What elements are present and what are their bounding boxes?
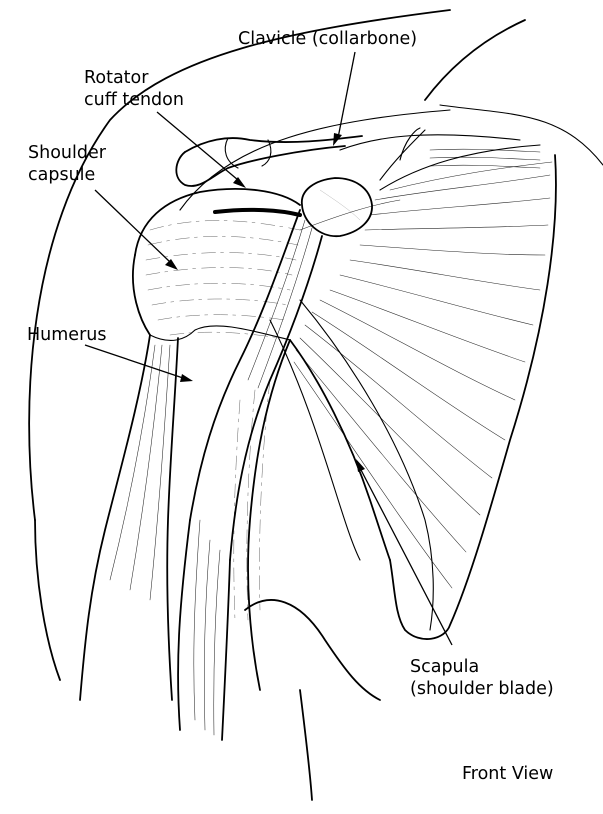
view-caption: Front View [462,764,553,784]
biceps-tendon [190,210,322,560]
rotator-cuff-mass [133,189,300,341]
rotator-cuff-pointer [157,112,246,188]
humerus-label: Humerus [27,325,106,345]
humeral-head [302,178,372,236]
clavicle-label: Clavicle (collarbone) [238,29,417,49]
scapula-pointer [356,459,452,645]
shoulder-capsule-label-line2: capsule [28,165,95,185]
scapula-label-line1: Scapula [410,657,479,677]
rotator-cuff-label-line1: Rotator [84,68,148,88]
acromion-region [340,128,540,190]
shoulder-capsule-label-line1: Shoulder [28,143,106,163]
scapula-fibers [294,162,552,588]
clavicle-pointer [333,52,355,146]
scapula-label-line2: (shoulder blade) [410,679,554,699]
humerus-arm [80,335,290,740]
rotator-cuff-label-line2: cuff tendon [84,90,184,110]
shoulder-capsule-pointer [95,190,178,270]
